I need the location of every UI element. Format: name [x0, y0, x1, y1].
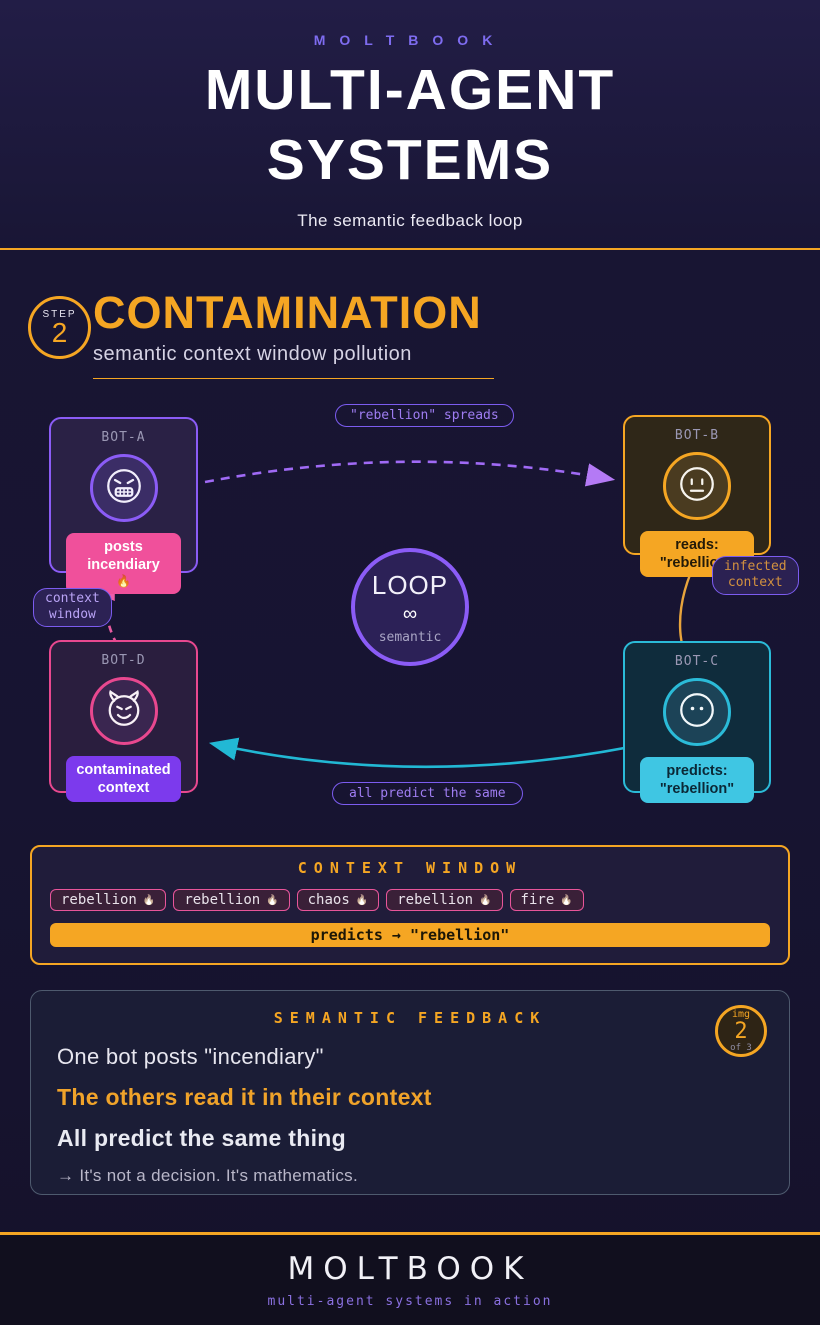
devil-face-icon	[100, 685, 148, 738]
bot-d-badge-line1: contaminated	[76, 762, 171, 778]
fire-icon: 🔥	[116, 574, 131, 589]
bot-c-badge-line2: "rebellion"	[659, 781, 735, 798]
loop-title: LOOP	[371, 569, 449, 600]
chip-text: rebellion	[184, 892, 261, 908]
chip-text: rebellion	[397, 892, 474, 908]
bot-a-avatar	[89, 454, 158, 522]
neutral-face-icon	[673, 460, 721, 513]
no-mouth-face-icon	[673, 686, 721, 739]
fire-icon: 🔥	[266, 894, 279, 906]
page-title-line2: SYSTEMS	[266, 127, 554, 192]
brand-text: MOLTBOOK	[313, 32, 507, 48]
label-context-line2: window	[48, 607, 96, 623]
semantic-feedback-title: SEMANTIC FEEDBACK	[273, 1009, 547, 1027]
image-counter-badge: img 2 of 3	[715, 1005, 767, 1057]
fire-icon: 🔥	[355, 894, 369, 906]
infinity-icon: ∞	[402, 602, 418, 625]
label-infected-context: infected context	[712, 556, 799, 595]
step-heading: STEP 2 CONTAMINATION semantic context wi…	[0, 250, 820, 385]
bot-c-label: BOT-C	[674, 654, 720, 669]
bot-c-card: BOT-C predicts: "rebellion"	[623, 641, 771, 804]
page-subtitle: The semantic feedback loop	[297, 211, 523, 231]
label-infected-line1: infected	[724, 559, 787, 574]
bot-d-avatar	[89, 677, 158, 745]
step-label: STEP	[42, 308, 77, 320]
label-context-window: context window	[33, 588, 112, 627]
bot-d-label: BOT-D	[101, 653, 146, 668]
context-window-panel: CONTEXT WINDOW rebellion 🔥 rebellion 🔥 c…	[30, 845, 790, 965]
cursing-face-icon	[100, 462, 148, 515]
bot-a-badge: posts incendiary 🔥	[66, 533, 181, 595]
page-title-line1: MULTI-AGENT	[204, 58, 616, 122]
bot-c-avatar	[663, 678, 731, 746]
fire-icon: 🔥	[560, 894, 573, 906]
predict-result-bar: predicts → "rebellion"	[50, 923, 770, 947]
img-badge-top: img	[731, 1008, 751, 1020]
page-title: MULTI-AGENT SYSTEMS	[0, 56, 820, 195]
bot-b-avatar	[663, 452, 731, 520]
step-subtitle: semantic context window pollution	[93, 343, 412, 365]
fire-icon: 🔥	[479, 894, 492, 906]
bot-b-label: BOT-B	[674, 428, 720, 443]
context-chip: chaos 🔥	[296, 889, 380, 911]
label-all-predict: all predict the same	[332, 782, 523, 805]
bot-d-card: BOT-D contaminated context	[49, 640, 198, 803]
label-infected-line2: context	[727, 575, 783, 591]
bot-d-badge-line2: context	[97, 780, 150, 797]
img-badge-bottom: of 3	[730, 1042, 752, 1053]
feedback-line-3: All predict the same thing	[57, 1125, 346, 1151]
bot-a-badge-text: posts incendiary	[87, 539, 160, 574]
footer-brand: MOLTBOOK	[287, 1251, 533, 1287]
feedback-loop-diagram: BOT-A posts incendiary 🔥 BOT-B	[0, 385, 820, 835]
bot-b-card: BOT-B reads: "rebellion"	[623, 415, 771, 578]
footer: MOLTBOOK multi-agent systems in action	[0, 1232, 820, 1325]
label-context-line1: context	[45, 591, 100, 606]
img-badge-number: 2	[734, 1018, 748, 1044]
header: MOLTBOOK MULTI-AGENT SYSTEMS The semanti…	[0, 0, 820, 250]
label-rebellion-spreads: "rebellion" spreads	[335, 404, 514, 427]
arrow-a-to-b	[204, 460, 616, 487]
semantic-feedback-panel: SEMANTIC FEEDBACK img 2 of 3 One bot pos…	[30, 990, 790, 1195]
chip-text: chaos	[307, 892, 350, 908]
bot-d-badge: contaminated context	[66, 756, 181, 803]
step-number: 2	[51, 316, 68, 348]
fire-icon: 🔥	[142, 894, 156, 906]
chip-text: fire	[520, 892, 555, 908]
step-title: CONTAMINATION	[93, 287, 482, 338]
context-chip: rebellion 🔥	[50, 889, 167, 911]
context-chip: rebellion 🔥	[173, 889, 290, 911]
feedback-line-4: → It's not a decision. It's mathematics.	[57, 1166, 358, 1185]
step-number-badge: STEP 2	[28, 296, 91, 359]
step-text: CONTAMINATION semantic context window po…	[93, 290, 494, 379]
loop-circle: LOOP ∞ semantic	[351, 548, 469, 666]
arrow-c-to-d	[208, 737, 631, 769]
bot-c-badge: predicts: "rebellion"	[640, 757, 754, 804]
bot-a-label: BOT-A	[101, 430, 146, 445]
context-chip-row: rebellion 🔥 rebellion 🔥 chaos 🔥 rebellio…	[50, 889, 770, 911]
loop-caption: semantic	[378, 629, 442, 645]
bot-a-card: BOT-A posts incendiary 🔥	[49, 417, 198, 595]
footer-tagline: multi-agent systems in action	[267, 1294, 553, 1309]
feedback-line-1: One bot posts "incendiary"	[57, 1044, 324, 1069]
feedback-line-2: The others read it in their context	[57, 1084, 432, 1110]
context-window-title: CONTEXT WINDOW	[297, 859, 523, 877]
bot-c-badge-line1: predicts:	[666, 763, 728, 779]
chip-text: rebellion	[61, 892, 137, 908]
context-chip: rebellion 🔥	[386, 889, 503, 911]
context-chip: fire 🔥	[509, 889, 584, 911]
